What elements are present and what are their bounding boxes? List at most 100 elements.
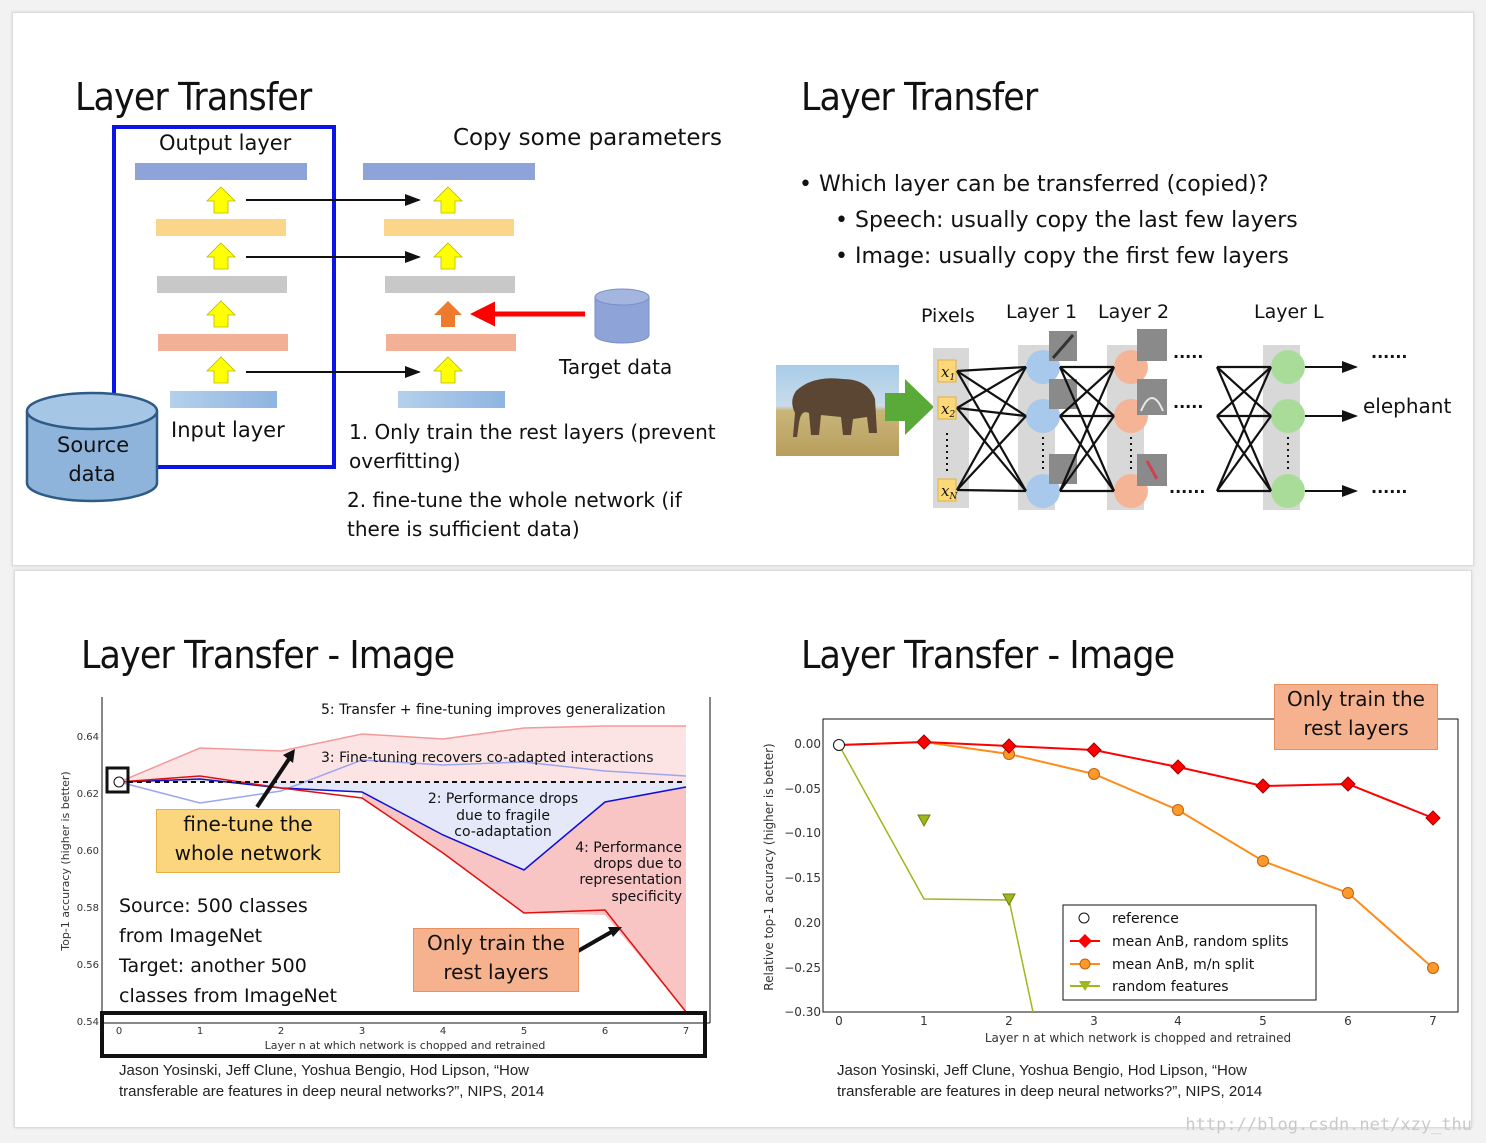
source-hidden-layer-1 [158,334,288,351]
svg-text:0.20: 0.20 [794,916,821,930]
svg-text:specificity: specificity [611,889,682,905]
svg-text:2: Performance drops: 2: Performance drops [428,791,578,807]
svg-text:0.56: 0.56 [77,960,99,971]
svg-text:0.64: 0.64 [77,732,99,743]
target-hidden-layer-1 [386,334,516,351]
target-hidden-layer-2 [385,276,515,293]
dataset-line: classes from ImageNet [119,985,337,1007]
train-arrow-icon [434,301,462,327]
dataset-line: Source: 500 classes [119,895,308,917]
svg-text:3: Fine-tuning recovers co-ada: 3: Fine-tuning recovers co-adapted inter… [321,750,654,766]
svg-text:0.54: 0.54 [77,1017,99,1028]
svg-text:drops due to: drops due to [594,856,682,872]
callout-line: rest layers [1303,716,1409,740]
ellipsis: ..... [1173,393,1204,412]
callout-line: Only train the [1287,687,1425,711]
svg-text:0.60: 0.60 [77,846,99,857]
ellipsis: ...... [1371,343,1408,362]
svg-text:−0.30: −0.30 [784,1005,821,1019]
svg-text:reference: reference [1112,911,1179,927]
ellipsis: ...... [1169,478,1206,497]
source-model-frame [112,125,336,469]
dataset-line: from ImageNet [119,925,263,947]
layer1-label: Layer 1 [1006,301,1078,323]
svg-text:0.58: 0.58 [77,903,99,914]
slide-title: Layer Transfer [75,75,312,119]
output-class-label: elephant [1363,394,1452,418]
input-arrow-icon [885,379,934,435]
layer2-label: Layer 2 [1098,301,1170,323]
source-data-icon [25,391,159,503]
source-data-line: Source [57,433,130,457]
callout-only-train: Only train the rest layers [413,928,579,992]
bullet-item: • Which layer can be transferred (copied… [799,172,1269,197]
svg-text:5: Transfer + fine-tuning impr: 5: Transfer + fine-tuning improves gener… [321,702,666,718]
bullet-icon: • [799,172,819,197]
svg-text:Layer n at which network is ch: Layer n at which network is chopped and … [985,1031,1291,1045]
bullet-icon: • [835,208,855,233]
bullet-list: • Which layer can be transferred (copied… [799,167,1298,275]
layerL-label: Layer L [1254,301,1324,323]
svg-text:−0.15: −0.15 [784,871,821,885]
note-line: overfitting) [349,449,461,473]
dataset-description: Source: 500 classes from ImageNet Target… [119,891,337,1011]
network-diagram: x1 x2 xN [776,329,1358,510]
copy-parameters-label: Copy some parameters [453,125,722,151]
target-output-layer [363,163,535,180]
target-hidden-layer-3 [384,219,514,236]
svg-text:mean AnB, random splits: mean AnB, random splits [1112,934,1289,950]
target-data-icon [594,288,650,344]
note-line: there is sufficient data) [347,517,580,541]
svg-text:random features: random features [1112,979,1229,995]
slide-panel-top: Layer Transfer Output layer Copy some pa… [12,12,1474,566]
svg-text:5: 5 [1259,1014,1267,1028]
svg-text:3: 3 [359,1026,365,1037]
svg-text:4: Performance: 4: Performance [575,840,682,856]
svg-text:0.62: 0.62 [77,789,99,800]
slide-title: Layer Transfer [801,75,1038,119]
x-axis-highlight-box [100,1011,707,1058]
callout-line: Only train the [427,931,565,955]
citation: Jason Yosinski, Jeff Clune, Yoshua Bengi… [837,1060,1262,1102]
source-input-layer [170,391,277,408]
input-layer-label: Input layer [171,418,285,442]
callout-fine-tune: fine-tune the whole network [156,809,340,873]
source-hidden-layer-3 [156,219,286,236]
svg-text:mean AnB, m/n split: mean AnB, m/n split [1112,957,1255,973]
note-only-train: 1. Only train the rest layers (prevent o… [349,418,716,476]
svg-text:3: 3 [1090,1014,1098,1028]
dataset-line: Target: another 500 [119,955,307,977]
svg-text:−0.05: −0.05 [784,782,821,796]
svg-text:7: 7 [1429,1014,1437,1028]
callout-only-train: Only train the rest layers [1274,684,1438,750]
citation-line: transferable are features in deep neural… [837,1083,1263,1100]
reference-marker [113,776,125,788]
ellipsis: ..... [1173,343,1204,362]
citation-line: transferable are features in deep neural… [119,1083,545,1100]
svg-text:0: 0 [116,1026,122,1037]
ellipsis: ...... [1371,478,1408,497]
svg-text:0: 0 [835,1014,843,1028]
svg-text:4: 4 [440,1026,446,1037]
citation: Jason Yosinski, Jeff Clune, Yoshua Bengi… [119,1060,544,1102]
slide-panel-bottom: Layer Transfer - Image Layer Transfer - … [14,570,1472,1128]
svg-text:representation: representation [579,872,682,888]
svg-text:2: 2 [1005,1014,1013,1028]
callout-line: rest layers [443,960,549,984]
reference-highlight-box [105,766,130,794]
output-layer-label: Output layer [159,131,292,155]
elephant-image [776,365,899,456]
source-data-line: data [68,462,116,486]
slide-title: Layer Transfer - Image [81,633,455,677]
svg-text:−0.10: −0.10 [784,826,821,840]
svg-text:2: 2 [278,1026,284,1037]
layer-transfer-arrows [25,186,650,503]
callout-line: fine-tune the [183,812,313,836]
svg-text:due to fragile: due to fragile [456,808,550,824]
svg-text:0.00: 0.00 [794,737,821,751]
bullet-icon: • [835,244,855,269]
target-data-label: Target data [559,355,673,379]
svg-text:1: 1 [920,1014,928,1028]
source-hidden-layer-2 [157,276,287,293]
